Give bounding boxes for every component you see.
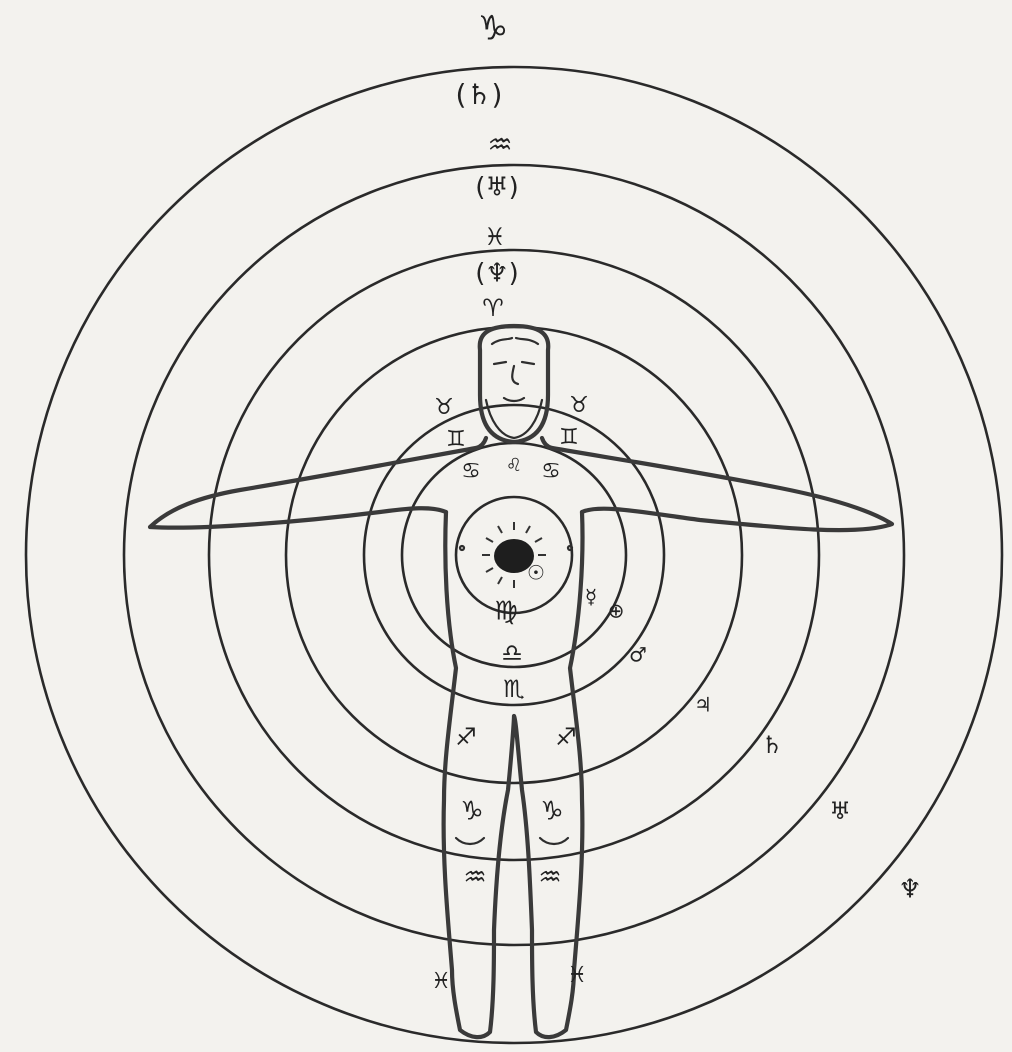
virgo-glyph: ♍: [494, 597, 517, 627]
earth-glyph: ⊕: [608, 599, 625, 623]
capricorn-left-glyph: ♑: [460, 797, 483, 827]
uranus-glyph: ♅: [829, 797, 851, 825]
gemini-left-glyph: ♊: [446, 427, 466, 452]
aquarius-left-glyph: ♒: [463, 863, 486, 893]
axis-capricorn-glyph: ♑: [478, 9, 508, 49]
cancer-left-glyph: ♋: [461, 459, 481, 484]
taurus-left-glyph: ♉: [434, 395, 454, 420]
figure-face: [486, 338, 542, 438]
scorpio-glyph: ♏: [503, 675, 525, 703]
capricorn-right-glyph: ♑: [540, 797, 563, 827]
chest-mark-left: [460, 546, 464, 550]
saturn-glyph: ♄: [761, 731, 783, 759]
gemini-right-glyph: ♊: [559, 425, 579, 450]
leo-glyph: ♌: [506, 455, 522, 476]
neptune-glyph: ♆: [898, 875, 921, 905]
axis-aries-glyph: ♈: [482, 294, 504, 322]
sagittarius-right-glyph: ♐: [555, 723, 577, 751]
mercury-glyph: ☿: [585, 585, 597, 609]
pisces-right-glyph: ♓: [567, 963, 587, 988]
sagittarius-left-glyph: ♐: [455, 723, 477, 751]
knee-right: [540, 838, 568, 844]
knee-left: [456, 838, 484, 844]
axis-pisces-glyph: ♓: [484, 223, 506, 251]
taurus-right-glyph: ♉: [569, 393, 589, 418]
pisces-left-glyph: ♓: [431, 969, 451, 994]
libra-glyph: ♎: [501, 639, 523, 667]
cancer-right-glyph: ♋: [541, 459, 561, 484]
axis-saturn-glyph: (♄): [456, 78, 503, 111]
axis-neptune-glyph: (♆): [475, 259, 519, 289]
aquarius-right-glyph: ♒: [538, 863, 561, 893]
figure-body: [444, 512, 583, 1037]
axis-aquarius-glyph: ♒: [487, 128, 512, 161]
jupiter-glyph: ♃: [694, 693, 712, 717]
mars-glyph: ♂: [629, 643, 647, 667]
chest-mark-right: [568, 546, 572, 550]
sun-glyph: ☉: [527, 561, 545, 585]
axis-uranus-glyph: (♅): [475, 173, 519, 203]
